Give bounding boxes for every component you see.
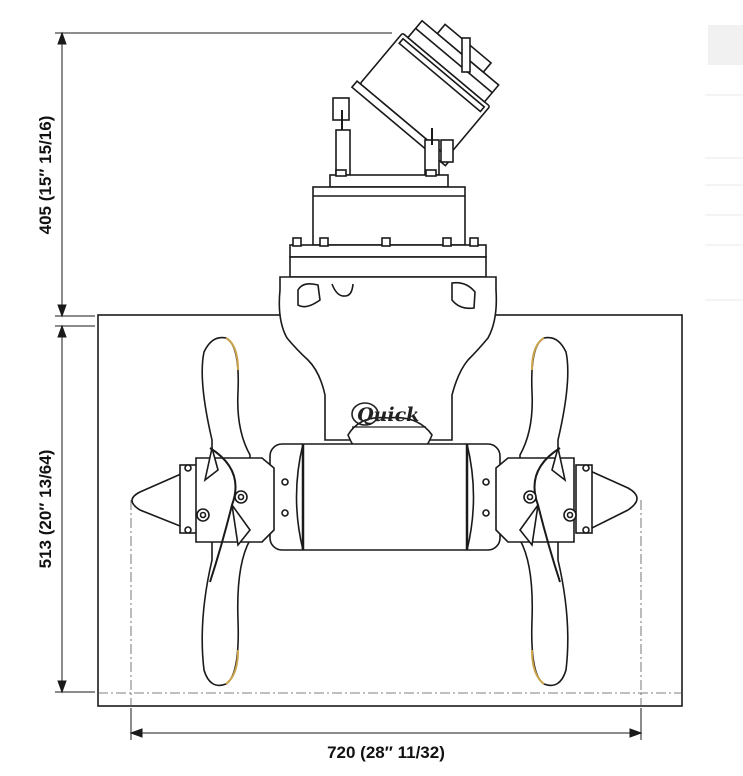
left-propeller-unit [131,336,275,687]
quick-logo: Quick [351,402,426,428]
thruster-tube [269,443,501,551]
svg-text:Quick: Quick [357,404,419,426]
electric-motor [329,19,500,188]
height-bottom-dimension-label: 513 (20″ 13/64) [36,450,55,569]
dimension-lines [55,31,643,740]
width-dimension-label: 720 (28″ 11/32) [327,743,445,762]
right-propeller-unit [495,336,638,687]
coupling-housing [289,186,487,278]
reference-lines [98,500,682,706]
height-top-dimension-label: 405 (15″ 15/16) [36,116,55,235]
background-artifacts [705,25,743,301]
